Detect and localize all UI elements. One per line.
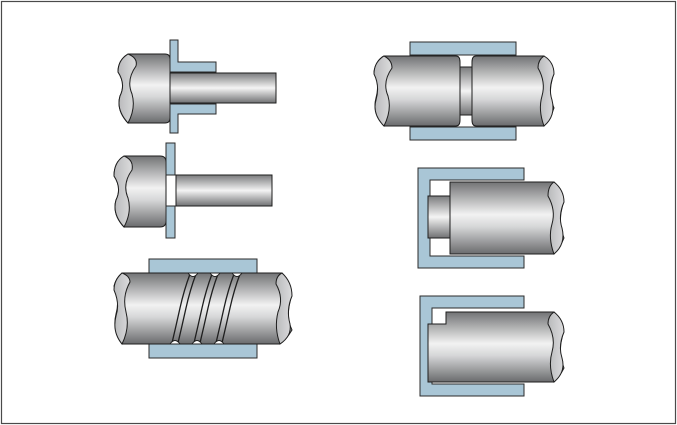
- washer-upper: [165, 142, 176, 176]
- panel-stepped-housing: [417, 167, 565, 269]
- sleeve-upper: [148, 258, 258, 274]
- bearing-lower: [409, 126, 517, 141]
- shaft-broken-end-left: [373, 55, 393, 127]
- shaft-pin: [427, 195, 451, 239]
- shaft-broken-end: [547, 181, 565, 255]
- panel-thrust-washer: [113, 142, 273, 239]
- shaft-neck: [459, 66, 473, 116]
- shaft-broken-end-right: [275, 272, 293, 345]
- shaft-broken-end: [117, 53, 137, 124]
- bearing-upper: [409, 41, 517, 56]
- shaft-broken-end-left: [113, 272, 131, 345]
- sleeve-lower: [148, 343, 258, 359]
- bushing-upper: [169, 39, 217, 73]
- groove-notches: [169, 272, 243, 345]
- helical-grooves: [171, 273, 241, 344]
- panel-shouldered-housing: [419, 295, 565, 397]
- small-shaft: [167, 72, 277, 104]
- shaft-broken-end: [547, 311, 565, 383]
- panel-grooved-sleeve: [113, 258, 293, 359]
- shouldered-shaft: [427, 311, 565, 383]
- panel-necked-shaft: [373, 41, 555, 141]
- small-shaft: [175, 174, 273, 207]
- bushing-lower: [169, 103, 217, 134]
- shaft-broken-end-right: [537, 55, 555, 127]
- washer-lower: [165, 205, 176, 239]
- main-shaft: [449, 181, 565, 255]
- grooved-shaft: [113, 272, 293, 345]
- panel-flanged-bushing: [117, 39, 277, 134]
- shaft-broken-end: [113, 155, 133, 228]
